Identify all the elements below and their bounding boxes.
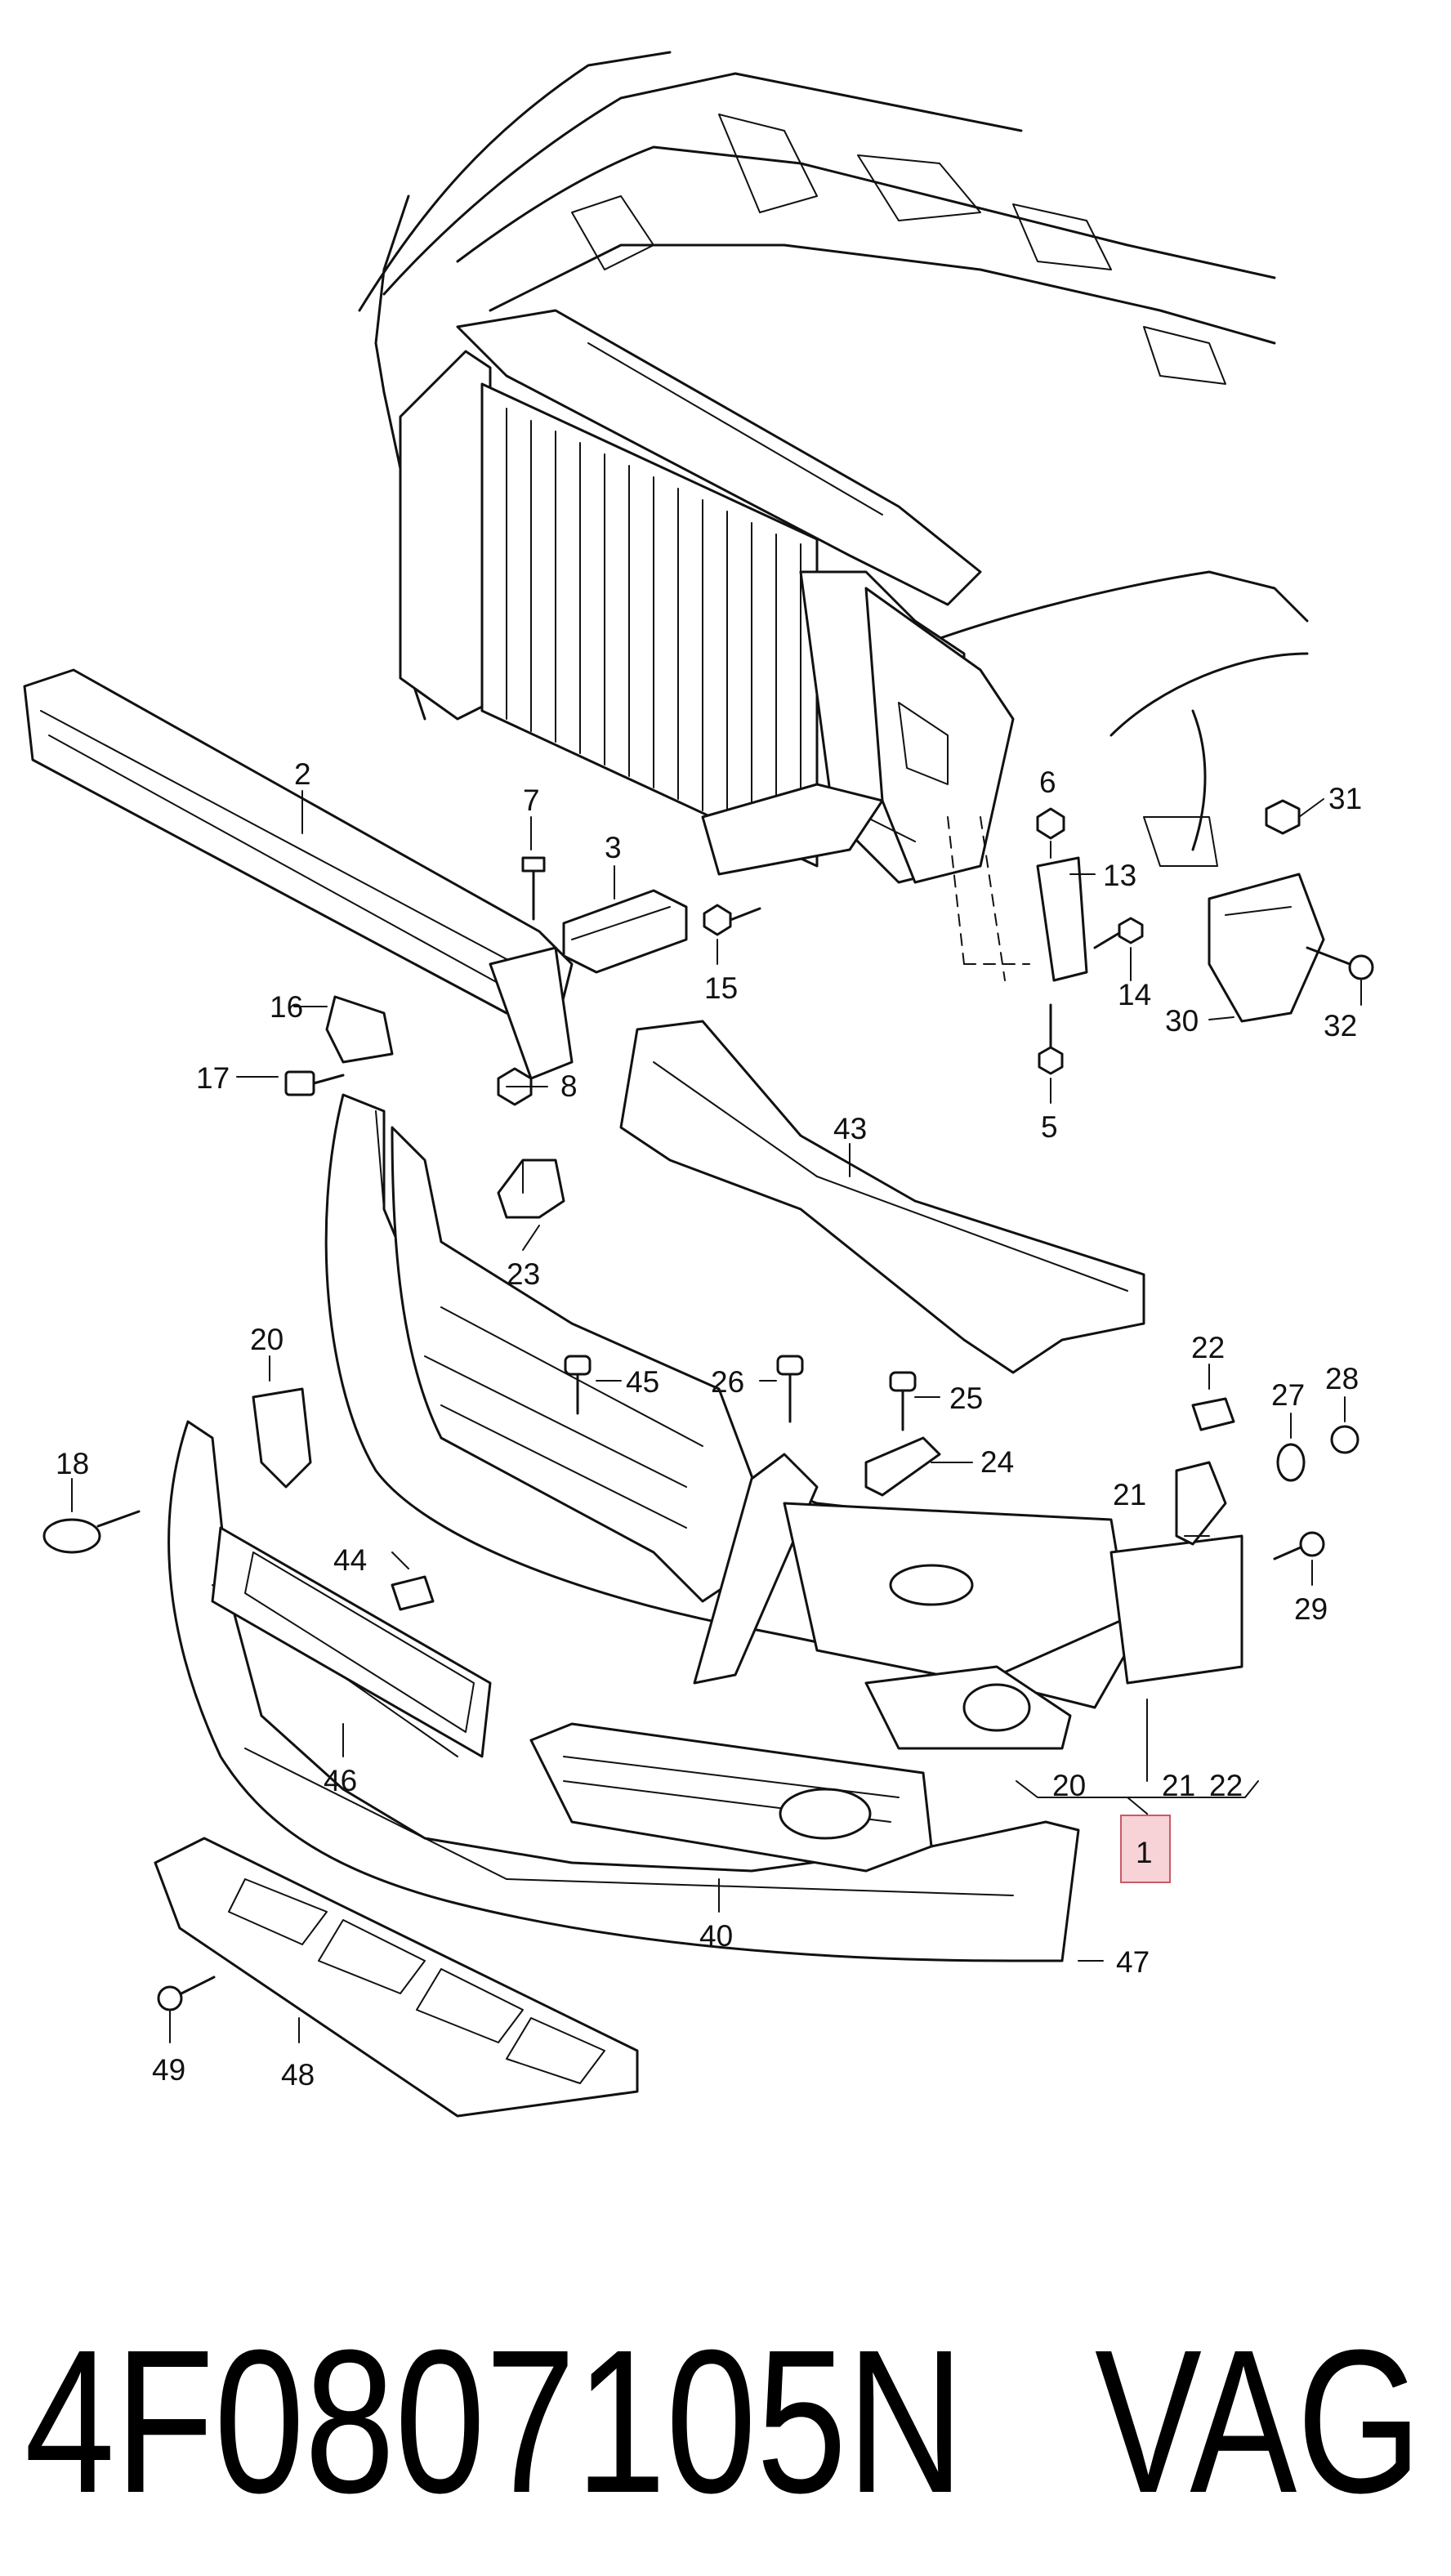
nut-28 (1330, 1425, 1359, 1454)
highlighted-part-box (1120, 1815, 1171, 1883)
grille-insert-40 (529, 1722, 933, 1873)
callout-21-group: 21 (1162, 1769, 1195, 1802)
bracket-16 (325, 995, 394, 1064)
screw-7 (521, 856, 546, 921)
brand-caption: VAG (1095, 2307, 1422, 2535)
screw-45 (564, 1355, 592, 1415)
screw-17 (284, 1070, 345, 1096)
reinforcement-beam (23, 668, 574, 1080)
callout-22-top: 22 (1191, 1331, 1225, 1364)
callout-29: 29 (1294, 1592, 1328, 1626)
nut-6 (1036, 807, 1065, 840)
callout-27: 27 (1271, 1378, 1305, 1412)
callout-20-left: 20 (250, 1323, 284, 1356)
screw-25 (889, 1371, 917, 1431)
grille-support-43 (619, 1020, 1145, 1374)
callout-23: 23 (507, 1257, 540, 1291)
callout-16: 16 (270, 990, 303, 1024)
car-body-assembly (358, 51, 1309, 981)
callout-28: 28 (1325, 1362, 1359, 1395)
callout-48: 48 (281, 2058, 315, 2092)
clip-22 (1191, 1397, 1235, 1431)
callout-40: 40 (699, 1919, 733, 1953)
screw-15 (703, 904, 761, 936)
callout-2: 2 (294, 757, 311, 791)
underbody-shield-48 (154, 1837, 639, 2118)
callout-25: 25 (949, 1382, 983, 1415)
bolt-5 (1038, 1003, 1064, 1075)
callout-1: 1 (1136, 1836, 1153, 1869)
callout-13: 13 (1103, 859, 1136, 892)
callout-43: 43 (833, 1112, 867, 1145)
screw-29 (1273, 1531, 1325, 1560)
bracket-part-3 (562, 889, 688, 974)
callout-26: 26 (711, 1365, 744, 1399)
callout-17: 17 (196, 1061, 230, 1095)
callout-44: 44 (333, 1543, 367, 1577)
callout-14: 14 (1118, 978, 1151, 1011)
leader-lines (71, 790, 1362, 2043)
callout-15: 15 (704, 971, 738, 1005)
callout-8: 8 (560, 1069, 578, 1103)
callout-20-group: 20 (1052, 1769, 1086, 1802)
bumper-cover (324, 1093, 1243, 1750)
clip-31 (1265, 799, 1301, 835)
washer-27 (1276, 1443, 1306, 1482)
callout-6: 6 (1039, 766, 1056, 799)
washer-cap-20 (252, 1387, 312, 1489)
clip-44 (391, 1575, 435, 1611)
callout-5: 5 (1041, 1110, 1058, 1144)
callout-31: 31 (1328, 782, 1362, 815)
callout-49: 49 (152, 2053, 185, 2087)
part-number-caption: 4F0807105N (25, 2307, 964, 2535)
license-plate-bracket-46 (211, 1526, 492, 1758)
callout-7: 7 (523, 784, 540, 817)
screw-14 (1093, 917, 1144, 949)
screw-26 (776, 1355, 804, 1423)
eye-bolt-18 (42, 1510, 141, 1554)
callout-18: 18 (56, 1447, 89, 1480)
callout-45: 45 (626, 1365, 659, 1399)
callout-46: 46 (324, 1764, 357, 1797)
callout-3: 3 (605, 831, 622, 864)
bracket-23 (497, 1159, 565, 1219)
screw-49 (157, 1976, 216, 2011)
callout-24: 24 (980, 1445, 1014, 1479)
right-side-brackets (1036, 856, 1325, 1546)
lower-spoiler-47 (167, 1420, 1080, 1962)
clip-24 (864, 1436, 941, 1497)
callout-30: 30 (1165, 1004, 1199, 1038)
callout-labels: 2 7 3 16 17 8 15 6 13 14 5 31 30 32 43 2… (56, 757, 1362, 2092)
screw-32 (1306, 946, 1374, 980)
callout-21-top: 21 (1113, 1478, 1146, 1511)
callout-22-group: 22 (1209, 1769, 1243, 1802)
callout-32: 32 (1324, 1009, 1357, 1042)
callout-47: 47 (1116, 1945, 1150, 1979)
